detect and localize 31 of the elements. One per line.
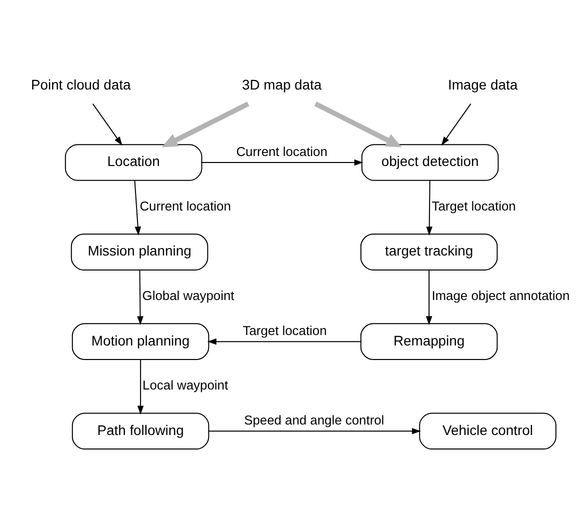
node-box: Vehicle control [419, 412, 556, 450]
edge-label: Target location [242, 322, 327, 338]
edge-label: Current location [236, 143, 328, 158]
node-text: Image data [448, 76, 518, 92]
node-box: Location [64, 144, 202, 180]
arrow [441, 102, 472, 146]
edge-label: Global waypoint [142, 288, 234, 303]
arrow [137, 269, 144, 325]
arrow [426, 269, 432, 325]
node-box: Path following [72, 412, 210, 450]
arrow [426, 180, 432, 236]
node-box: Remapping [360, 322, 498, 360]
node-box: object detection [361, 144, 499, 180]
node-text: Point cloud data [30, 76, 131, 92]
node-box: target tracking [360, 233, 498, 270]
node-box: Mission planning [70, 233, 208, 270]
edge-label: Image object annotation [432, 288, 570, 303]
arrow [134, 180, 141, 236]
arrow [137, 358, 144, 414]
arrow [201, 158, 364, 166]
edge-label: Target location [432, 198, 516, 214]
arrow [314, 101, 402, 147]
node-text: 3D map data [242, 76, 322, 92]
arrow [92, 102, 122, 146]
arrow [207, 338, 362, 344]
edge-label: Speed and angle control [244, 412, 384, 428]
edge-label: Current location [140, 198, 231, 214]
node-box: Motion planning [72, 322, 210, 360]
arrow [208, 427, 421, 434]
edge-label: Local waypoint [142, 377, 228, 392]
arrow [162, 101, 250, 147]
